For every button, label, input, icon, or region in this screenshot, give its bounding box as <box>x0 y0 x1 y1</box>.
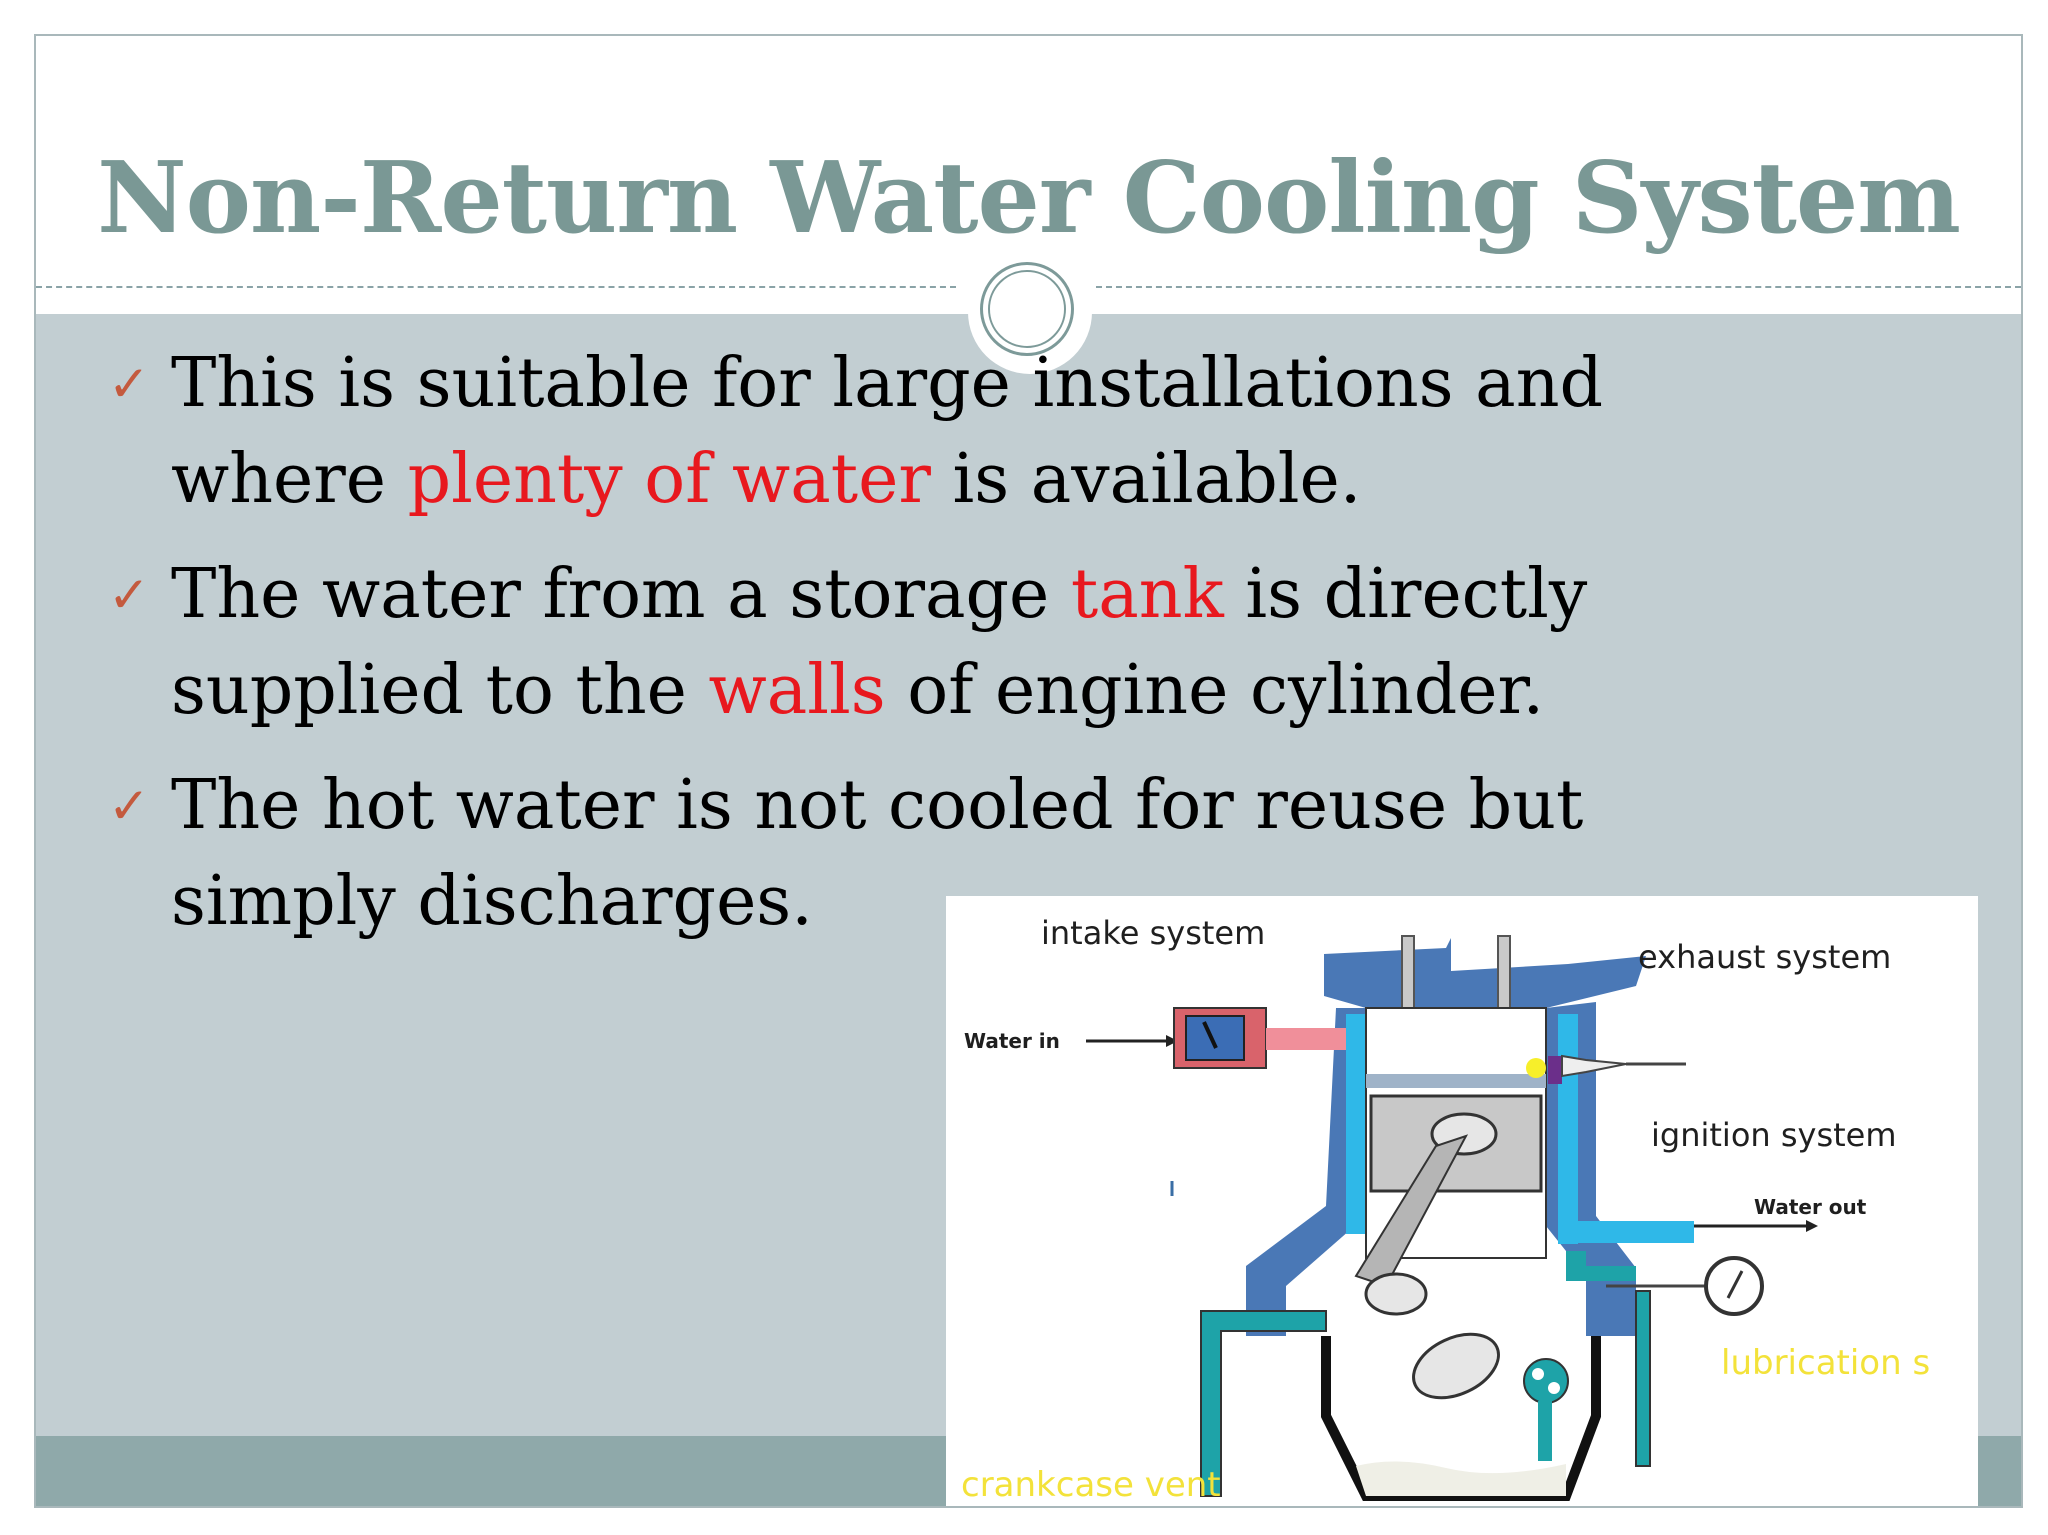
crankcase-vent-pipe <box>1200 1310 1327 1497</box>
bullet-text: This is suitable for large installations… <box>171 344 1604 519</box>
bullet-text: of engine cylinder. <box>885 651 1545 730</box>
check-icon: ✓ <box>108 777 150 835</box>
title-area: Non-Return Water Cooling System <box>36 36 2021 286</box>
water-jacket-left <box>1346 1014 1366 1234</box>
combustion-gap <box>1366 1074 1546 1088</box>
slide-title: Non-Return Water Cooling System <box>97 141 1961 256</box>
water-outlet-pipe <box>1574 1221 1694 1243</box>
oil-sump <box>1356 1461 1566 1496</box>
gauge-needle <box>1726 1270 1744 1299</box>
water-jacket-right <box>1558 1014 1578 1244</box>
inlet-valve <box>1185 1015 1245 1061</box>
label-intake-system: intake system <box>1041 914 1265 952</box>
pump-gear-2 <box>1548 1382 1560 1394</box>
block-left-wall <box>1246 1008 1366 1336</box>
check-icon: ✓ <box>108 566 150 624</box>
slide: Non-Return Water Cooling System ✓ This is… <box>34 34 2023 1508</box>
inlet-valve-handle <box>1202 1021 1218 1049</box>
pump-gear-1 <box>1532 1368 1544 1380</box>
cylinder-head <box>1324 938 1646 1008</box>
label-ignition-system: ignition system <box>1651 1116 1897 1154</box>
label-lubrication: lubrication s <box>1721 1343 1930 1383</box>
spark-plug-body <box>1561 1054 1627 1078</box>
title-divider-right <box>1096 286 2021 288</box>
bullet-item: ✓ The hot water is not cooled for reuse b… <box>76 758 1796 950</box>
spark-plug-icon <box>1548 1056 1562 1084</box>
title-divider-left <box>36 286 956 288</box>
engine-diagram-svg: intake system exhaust system ignition sy… <box>961 914 1930 1505</box>
bullet-text: The hot water is not cooled for reuse bu… <box>171 766 1584 941</box>
spark-flash <box>1526 1058 1546 1078</box>
water-inlet-pipe <box>1266 1028 1346 1050</box>
water-pump-icon <box>1523 1358 1569 1404</box>
label-exhaust-system: exhaust system <box>1638 938 1891 976</box>
bullet-text: is available. <box>930 440 1362 519</box>
highlight-plenty-of-water: plenty of water <box>407 440 931 519</box>
bullet-item: ✓ The water from a storage tank is direct… <box>76 547 1796 739</box>
oil-line <box>1558 1251 1636 1281</box>
water-out-arrowhead <box>1806 1220 1818 1232</box>
bullet-list: ✓ This is suitable for large installation… <box>76 336 1796 969</box>
crank-pin <box>1364 1272 1428 1316</box>
crank-web <box>1412 1332 1500 1400</box>
label-water-in: Water in <box>964 1029 1060 1053</box>
oil-return-line <box>1635 1290 1651 1467</box>
highlight-tank: tank <box>1070 555 1224 634</box>
bullet-text: The water from a storage <box>171 555 1071 634</box>
divider-ring <box>980 262 1074 356</box>
check-icon: ✓ <box>108 355 150 413</box>
water-in-arrowhead <box>1166 1035 1178 1047</box>
divider-inner-ring <box>988 270 1066 348</box>
oil-pickup <box>1538 1401 1552 1461</box>
bullet-text: is directly supplied to the <box>171 555 1588 730</box>
label-water-out: Water out <box>1754 1195 1867 1219</box>
highlight-walls: walls <box>708 651 886 730</box>
bullet-item: ✓ This is suitable for large installation… <box>76 336 1796 528</box>
engine-cooling-diagram: intake system exhaust system ignition sy… <box>946 896 1978 1506</box>
label-crankcase-vent: crankcase vent <box>961 1465 1221 1505</box>
